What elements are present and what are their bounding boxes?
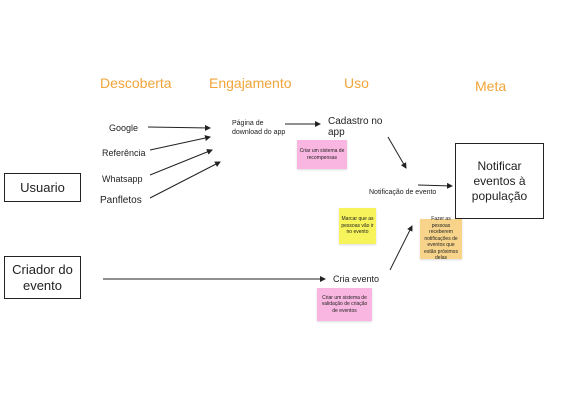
- stage-engajamento: Engajamento: [209, 75, 292, 91]
- note-recompensas: Criar um sistema de recompensas: [297, 140, 347, 169]
- arrow-notificacao-meta: [417, 182, 453, 189]
- arrow-criaevento-notificacao: [389, 225, 413, 271]
- source-referencia: Referência: [102, 148, 146, 158]
- node-notificacao-evento: Notificação de evento: [369, 189, 437, 196]
- node-cadastro: Cadastro no app: [328, 116, 383, 138]
- goal-box: Notificar eventos à população: [455, 143, 544, 219]
- source-whatsapp: Whatsapp: [102, 174, 143, 184]
- note-validacao-eventos: Criar um sistema de validação de criação…: [317, 288, 372, 321]
- stage-uso: Uso: [344, 75, 369, 91]
- arrow-google-download: [147, 124, 211, 131]
- node-cria-evento: Cria evento: [333, 274, 380, 284]
- actor-criador-do-evento: Criador do evento: [4, 256, 81, 299]
- note-notificacoes-proximas: Fazer as pessoas receberem notificações …: [420, 216, 462, 261]
- source-panfletos: Panfletos: [100, 195, 142, 206]
- actor-usuario: Usuario: [4, 173, 81, 202]
- arrow-cadastro-notificacao: [387, 136, 407, 169]
- arrow-panfletos-download: [149, 161, 221, 199]
- arrow-referencia-download: [149, 135, 211, 151]
- source-google: Google: [109, 123, 139, 133]
- note-marcar-presenca: Marcar que as pessoas vão ir no evento: [339, 208, 376, 244]
- node-pagina-download: Página de download do app: [232, 120, 286, 136]
- arrow-whatsapp-download: [149, 149, 213, 176]
- stage-descoberta: Descoberta: [100, 75, 172, 91]
- stage-meta: Meta: [475, 78, 507, 94]
